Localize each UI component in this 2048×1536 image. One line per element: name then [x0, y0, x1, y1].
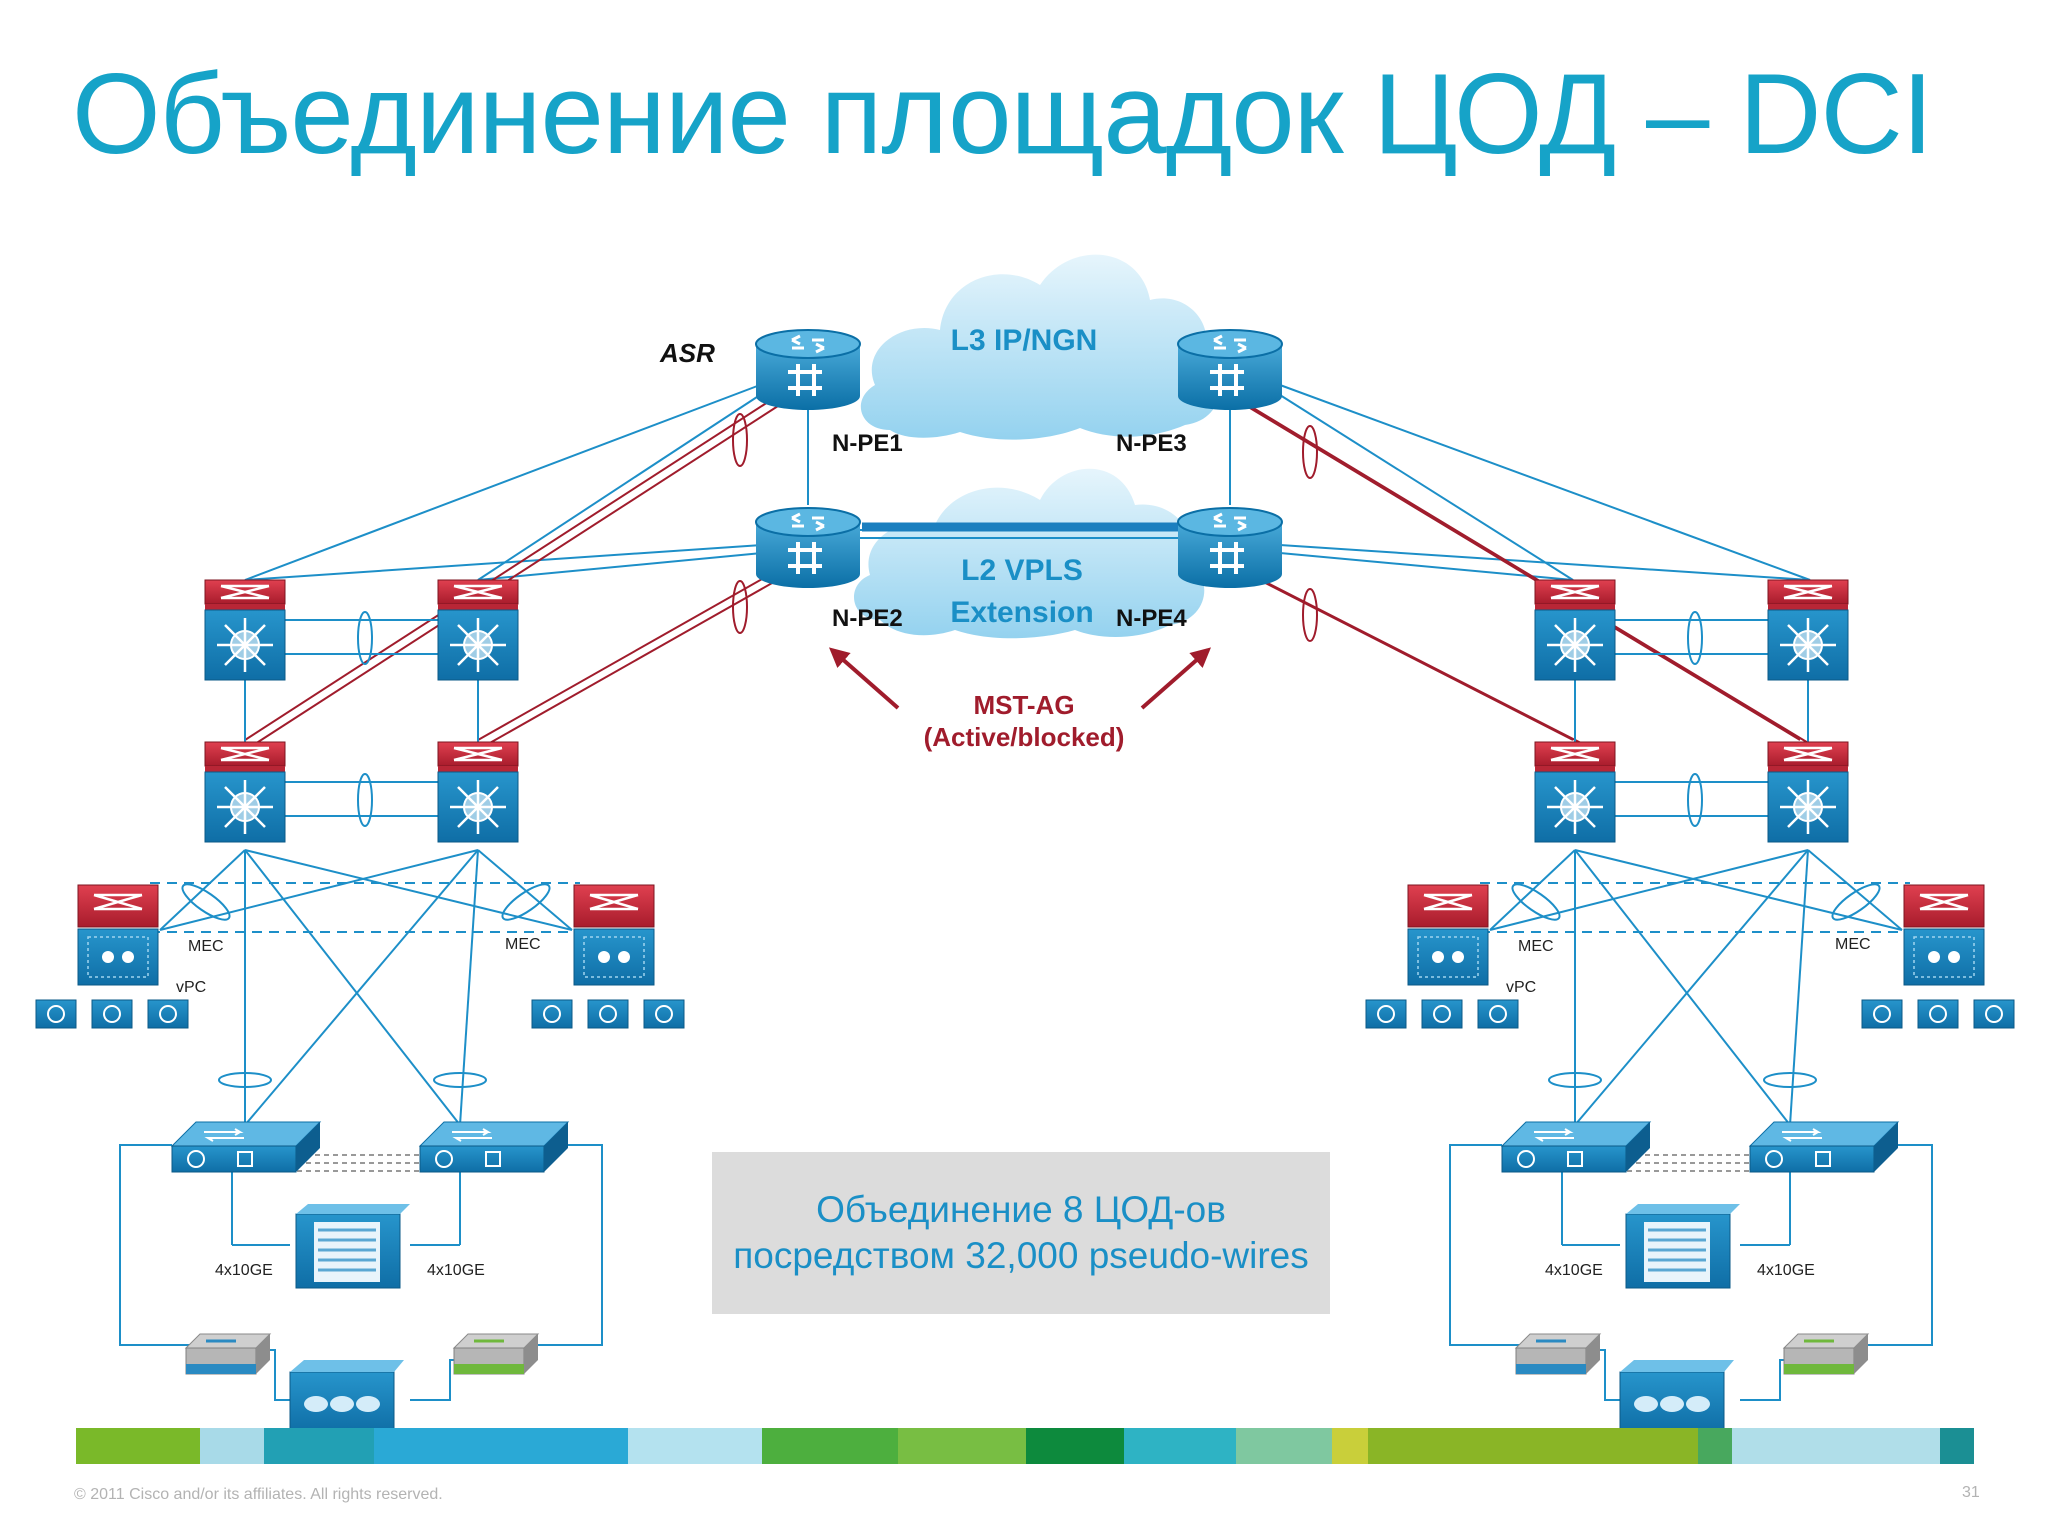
npe1-label: N-PE1 [832, 430, 903, 457]
mst-ag-label: MST-AG [973, 690, 1074, 720]
page-number: 31 [1962, 1484, 1980, 1501]
cloud-l2-label-line2: Extension [950, 596, 1093, 629]
mst-arrow-right [1140, 647, 1212, 710]
link-speed-label: 4x10GE [427, 1262, 485, 1279]
npe4-label: N-PE4 [1116, 605, 1187, 632]
l2-cloud [853, 468, 1205, 639]
link-speed-label: 4x10GE [215, 1262, 273, 1279]
link-speed-label: 4x10GE [1757, 1262, 1815, 1279]
npe2-label: N-PE2 [832, 605, 903, 632]
right-core-links [1279, 384, 1811, 581]
mec-label: MEC [505, 936, 541, 953]
mst-arrow-left [828, 647, 900, 710]
router-npe4 [1176, 506, 1284, 590]
npe3-label: N-PE3 [1116, 430, 1187, 457]
color-strip [76, 1428, 1974, 1464]
slide-title: Объединение площадок ЦОД – DCI [72, 51, 1933, 178]
mec-label: MEC [188, 938, 224, 955]
summary-callout: Объединение 8 ЦОД-ов посредством 32,000 … [712, 1152, 1330, 1314]
router-npe3 [1176, 328, 1284, 412]
vpc-label: vPC [176, 979, 206, 996]
mec-label: MEC [1835, 936, 1871, 953]
asr-label: ASR [659, 338, 715, 368]
link-speed-label: 4x10GE [1545, 1262, 1603, 1279]
site-right [1366, 580, 2014, 1432]
cloud-l3-label: L3 IP/NGN [951, 324, 1098, 357]
l3-cloud [860, 254, 1220, 440]
router-npe2 [754, 506, 862, 590]
mec-label: MEC [1518, 938, 1554, 955]
right-red-links [1239, 401, 1811, 745]
site-left [36, 580, 684, 1432]
router-npe1 [754, 328, 862, 412]
copyright-footer: © 2011 Cisco and/or its affiliates. All … [74, 1486, 443, 1503]
left-red-links [244, 401, 789, 745]
mst-ag-sublabel: (Active/blocked) [924, 722, 1125, 752]
vpc-label: vPC [1506, 979, 1536, 996]
cloud-l2-label-line1: L2 VPLS [961, 554, 1083, 587]
